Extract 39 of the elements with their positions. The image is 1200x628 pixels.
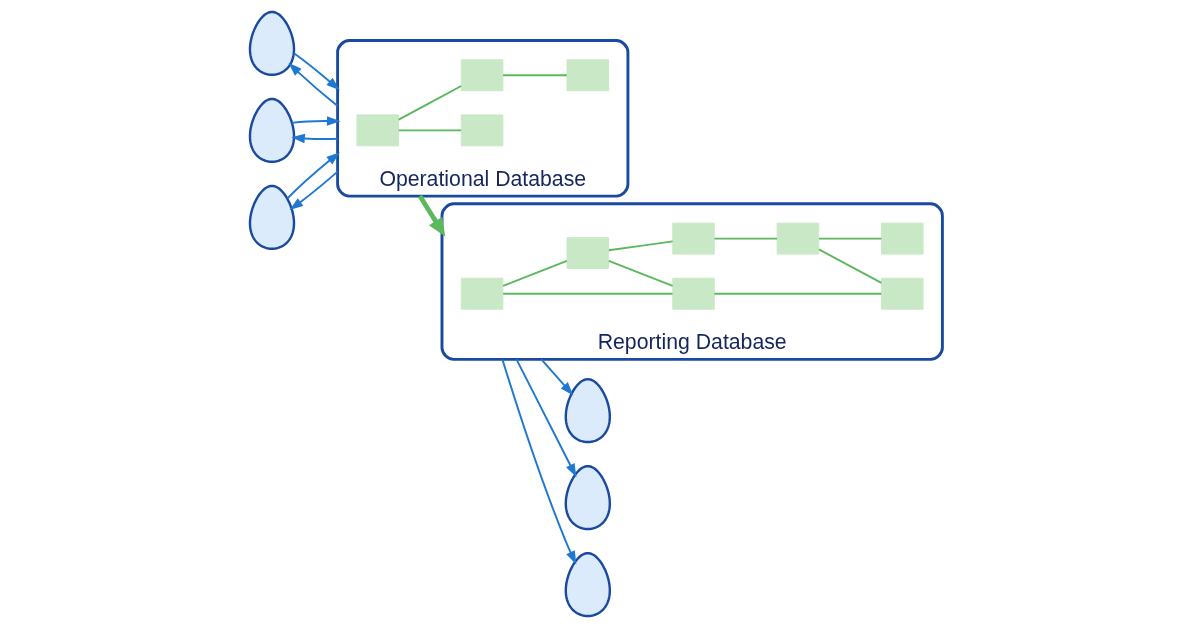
connector — [817, 248, 883, 284]
node-box — [672, 277, 715, 310]
connector — [502, 259, 568, 287]
arrow — [291, 116, 341, 126]
connector — [607, 259, 674, 287]
node-box — [566, 237, 610, 270]
node-box — [460, 59, 504, 92]
cluster: Operational Database — [336, 39, 630, 198]
node-box — [460, 277, 504, 310]
arrow — [288, 62, 339, 107]
node-box — [672, 222, 715, 255]
connector — [817, 237, 883, 240]
connector — [502, 292, 674, 295]
node-person — [248, 97, 296, 163]
node-person — [248, 184, 296, 250]
arrow — [417, 194, 446, 237]
arrow — [515, 358, 577, 478]
arrow — [540, 358, 574, 396]
node-box — [881, 222, 924, 255]
arrow — [289, 170, 339, 211]
connector — [713, 237, 778, 240]
node-box — [776, 222, 820, 255]
node-box — [356, 114, 399, 147]
arrow — [286, 152, 340, 200]
connector — [607, 240, 674, 252]
arrow — [501, 358, 577, 565]
connector — [502, 74, 568, 77]
node-box — [460, 114, 504, 147]
connector — [713, 292, 883, 295]
arrow — [291, 133, 339, 144]
node-person — [564, 378, 612, 444]
node-box — [566, 59, 610, 92]
node-person — [564, 465, 612, 531]
connector — [397, 129, 463, 132]
node-person — [248, 10, 296, 76]
connector — [397, 85, 463, 121]
node-box — [881, 277, 924, 310]
cluster: Reporting Database — [440, 202, 944, 361]
arrow — [293, 52, 340, 91]
